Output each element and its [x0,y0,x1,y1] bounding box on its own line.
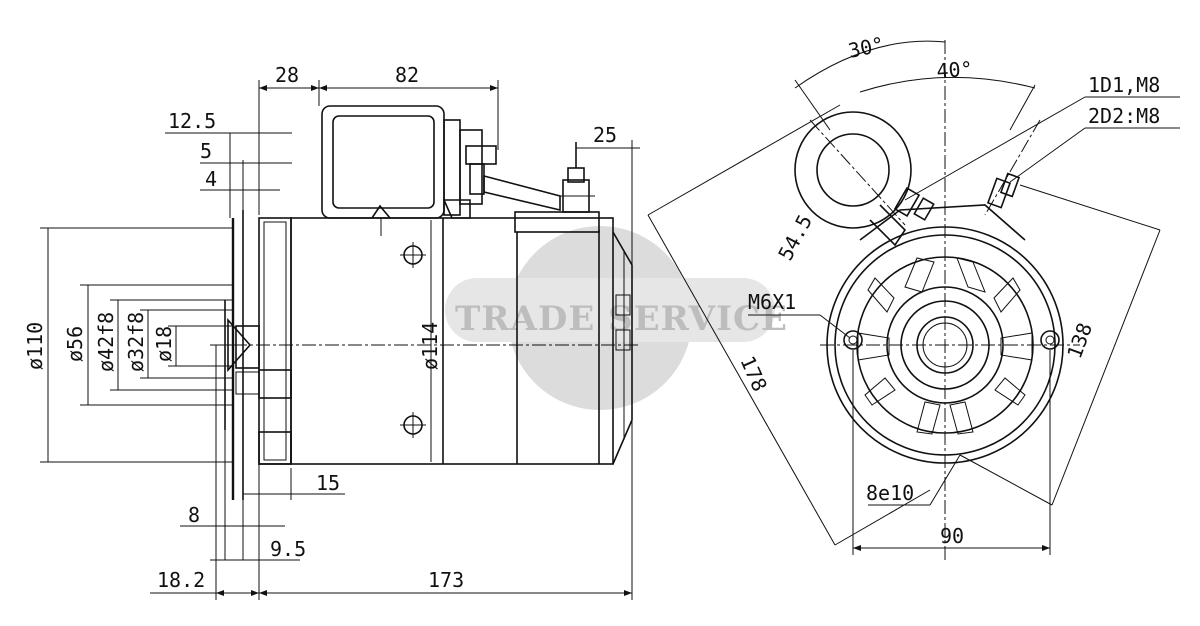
dim-15: 15 [316,471,340,495]
solenoid-end [794,111,912,229]
dim-138: 138 [1062,320,1097,362]
dim-dia-42: ø42f8 [94,312,118,372]
dim-173: 173 [428,568,464,592]
dim-28: 28 [275,63,299,87]
label-2d2: 2D2:M8 [1088,104,1160,128]
dim-25: 25 [593,123,617,147]
watermark: TRADE SERVICE [445,226,788,410]
mount-bolt-right [1040,330,1060,350]
dim-82: 82 [395,63,419,87]
label-m6x1: M6X1 [748,290,796,314]
angle-arc-40 [859,76,1036,93]
dim-90: 90 [940,524,964,548]
solenoid-body [321,105,445,219]
angle-arc-30 [794,40,946,89]
dim-dia-114: ø114 [418,322,442,370]
dim-5: 5 [200,139,212,163]
terminal-studs [893,172,1021,221]
watermark-text: TRADE SERVICE [455,299,788,339]
dim-angle-40: 40° [936,57,974,83]
mount-bolt-left [843,330,863,350]
dim-18-2: 18.2 [157,568,205,592]
dim-angle-30: 30° [846,32,886,63]
dim-dia-56: ø56 [63,326,87,362]
side-view: 28 82 12.5 5 4 25 ø110 ø56 ø42f8 ø32f8 [23,63,640,600]
dim-dia-18: ø18 [152,326,176,362]
dim-12-5: 12.5 [168,109,216,133]
dim-dia-32: ø32f8 [124,312,148,372]
label-1d1: 1D1,M8 [1088,73,1160,97]
dim-4: 4 [205,167,217,191]
dim-8: 8 [188,503,200,527]
terminal-box [514,211,600,233]
dim-dia-110: ø110 [23,322,47,370]
dim-54-5: 54.5 [773,211,817,265]
label-8e10: 8e10 [866,481,914,505]
front-view: 30° 40° 1D1,M8 2D2:M8 54.5 M6X1 178 138 … [647,32,1180,560]
dim-9-5: 9.5 [270,537,306,561]
housing-ribs [857,257,1033,435]
dim-178: 178 [735,352,772,395]
connector-bar [483,174,561,212]
